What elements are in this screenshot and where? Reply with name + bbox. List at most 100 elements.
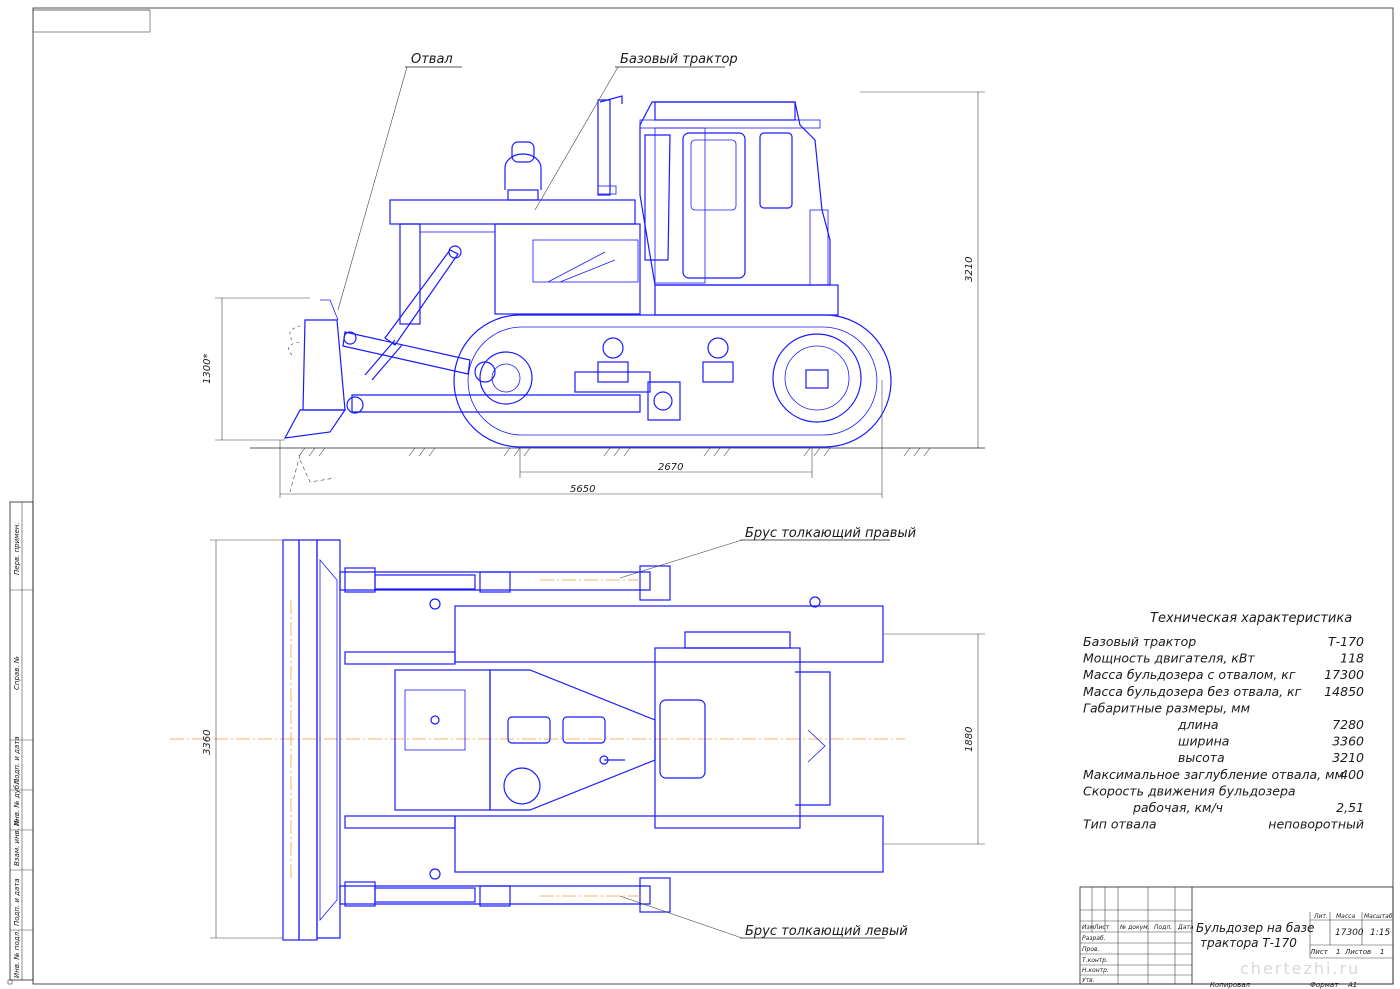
leader-blade (337, 66, 408, 311)
radiator-frame (394, 669, 491, 811)
spec-value: 17300 (1324, 667, 1364, 682)
tb-izm: Изм (1082, 924, 1095, 931)
stamp-vzam-inv: Взам. инв. № (13, 818, 21, 866)
ground-hatch (298, 447, 931, 457)
cab-base (654, 284, 839, 316)
tb-list: Лист (1093, 924, 1110, 931)
spec-label: длина (1177, 717, 1219, 732)
watermark: chertezhi.ru (1240, 959, 1360, 978)
dim-track-gauge: 1880 (964, 727, 975, 752)
spec-value: 118 (1340, 651, 1364, 666)
tb-nkontr: Н.контр. (1082, 967, 1109, 974)
stamp-inv-podl: Инв. № подл. (13, 930, 21, 978)
top-view: 3360 1880 Брус толкающий правый Брус тол… (170, 526, 985, 941)
stamp-sprav-no: Справ. № (13, 656, 21, 690)
tb-massa: Масса (1336, 913, 1355, 920)
tb-scale-value: 1:15 (1370, 928, 1390, 938)
drive-sprocket (772, 333, 862, 423)
label-push-beam-left: Брус толкающий левый (745, 924, 908, 939)
tilt-cylinder (342, 331, 471, 375)
support-roller-2 (702, 361, 734, 383)
idler-wheel (479, 351, 533, 405)
dim-height: 3210 (964, 257, 975, 282)
tb-format-label: Формат (1310, 981, 1339, 989)
label-base-tractor: Базовый трактор (620, 52, 738, 67)
lift-cylinder (384, 249, 459, 346)
track-inner (467, 326, 878, 436)
engine-compartment (494, 223, 641, 315)
blade-cutting-edge (283, 409, 347, 439)
sheet-frame (32, 7, 1394, 985)
spec-label: Базовый трактор (1083, 634, 1196, 649)
push-beam-left (339, 885, 651, 905)
spec-value: 14850 (1324, 684, 1364, 699)
tb-data: Дата (1177, 924, 1194, 931)
leader-push-beam-left (619, 895, 743, 939)
cylinder-right (374, 574, 476, 590)
spec-value: 3210 (1332, 750, 1364, 765)
tb-listov-no: 1 (1380, 948, 1384, 956)
left-margin-stamp: Перв. примен. Справ. № Подп. и дата Инв.… (9, 501, 34, 981)
spec-label: Масса бульдозера с отвалом, кг (1083, 667, 1296, 682)
push-beam-trunnion (647, 381, 681, 421)
tb-razrab: Разраб. (1082, 935, 1106, 942)
tb-title-line1: Бульдозер на базе (1196, 921, 1314, 935)
title-block: Изм Лист № докум. Подп. Дата Разраб. Про… (1079, 886, 1394, 989)
track-top-right (454, 605, 884, 663)
spec-label: Тип отвала (1083, 817, 1157, 832)
spec-label: высота (1178, 750, 1225, 765)
tb-doc-no: № докум. (1119, 924, 1150, 931)
tb-podp: Подп. (1154, 924, 1172, 931)
stamp-perv-primen: Перв. примен. (13, 522, 21, 575)
side-view: 1300* 3210 2670 5650 Отвал Базовый тракт… (202, 52, 985, 498)
dim-track-base: 2670 (658, 462, 683, 473)
tb-tkontr: Т.контр. (1082, 957, 1108, 964)
spec-label: Мощность двигателя, кВт (1083, 651, 1255, 666)
air-filter (503, 767, 541, 805)
hood (389, 199, 636, 225)
tb-prov: Пров. (1082, 946, 1100, 953)
tb-listov-label: Листов (1344, 948, 1371, 956)
cab-top (654, 647, 801, 829)
stamp-podp-data-2: Подп. и дата (13, 878, 21, 926)
tb-title-line2: трактора Т-170 (1200, 936, 1297, 950)
tb-lit: Лит. (1313, 913, 1328, 920)
spec-value: 3360 (1332, 734, 1364, 749)
push-beam (351, 394, 641, 413)
cylinder-left (374, 887, 476, 903)
dim-total-length: 5650 (570, 484, 595, 495)
cab-roof (654, 101, 796, 121)
spec-label: Максимальное заглубление отвала, мм (1083, 767, 1344, 782)
track-outline (453, 314, 892, 448)
spec-label: Габаритные размеры, мм (1083, 700, 1250, 715)
tb-list-no: 1 (1336, 948, 1340, 956)
tilt-rod-bottom (344, 815, 456, 829)
leader-push-beam-right (619, 539, 743, 579)
blade-side (302, 319, 346, 411)
spec-label: Скорость движения бульдозера (1083, 783, 1296, 798)
label-blade: Отвал (411, 52, 453, 67)
spec-label: рабочая, км/ч (1132, 800, 1223, 815)
spec-value: 400 (1340, 767, 1364, 782)
spec-value: 2,51 (1336, 800, 1364, 815)
beacon-light (507, 189, 539, 201)
dim-width: 3360 (202, 730, 213, 755)
cab-door (654, 127, 706, 284)
dim-blade-height: 1300* (202, 354, 213, 384)
tb-mass-value: 17300 (1335, 928, 1364, 938)
tb-format-value: А1 (1347, 981, 1357, 989)
spec-value: Т-170 (1328, 634, 1364, 649)
tb-masshtab: Масштаб (1364, 913, 1393, 920)
track-top-left (454, 815, 884, 873)
stamp-podp-data-1: Подп. и дата (13, 736, 21, 784)
dimension-lines-top (210, 539, 985, 939)
tb-kopiroval: Копировал (1210, 981, 1251, 989)
push-beam-right (339, 571, 651, 591)
spec-label: ширина (1178, 734, 1229, 749)
cab-rear-window (759, 132, 793, 209)
tilt-rod-top (344, 651, 456, 665)
stamp-inv-dubl: Инв. № дубл. (13, 778, 21, 826)
spec-label: Масса бульдозера без отвала, кг (1083, 684, 1302, 699)
